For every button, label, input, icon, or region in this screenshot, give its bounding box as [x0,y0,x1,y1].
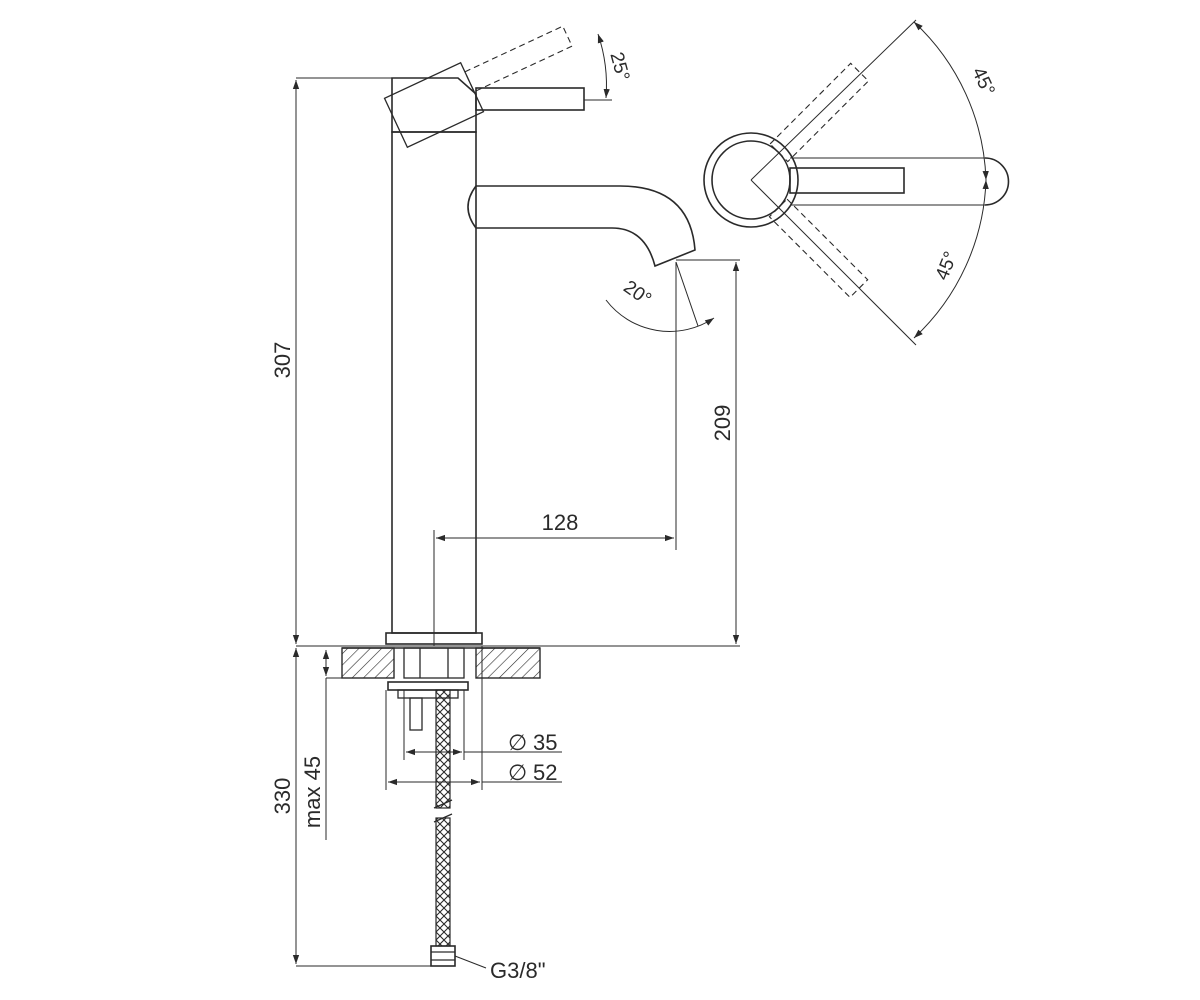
deck-hatch-left [341,647,395,679]
label-angle-25: 25° [605,50,633,83]
label-thread: G3/8" [490,958,546,983]
label-209: 209 [710,405,735,442]
flex-hose-upper [435,689,451,809]
faucet-top-view [703,19,1010,346]
label-330: 330 [270,778,295,815]
top-view-outer-ring [703,132,799,228]
label-307: 307 [270,342,295,379]
diameter-symbol-35: ∅ [508,730,527,755]
fixing-rod [409,697,423,731]
deck-hatch-right [475,647,541,679]
label-angle-45-lower: 45° [932,249,962,284]
label-dia-52: 52 [533,760,557,785]
fixing-nut [397,689,459,699]
label-max-45: max 45 [300,756,325,828]
lever-open-position [383,25,573,149]
labels: 307 209 128 330 max 45 ∅ 35 ∅ 52 G3/8" 2… [270,50,999,983]
label-angle-45-upper: 45° [967,64,998,99]
lever-handle [475,87,585,111]
label-128: 128 [542,510,579,535]
spout [476,185,696,268]
flex-hose-lower [435,817,451,947]
dimension-lines [292,33,740,969]
label-dia-35: 35 [533,730,557,755]
rotation-arc [913,21,989,181]
label-angle-20: 20° [619,277,655,311]
top-view-lever [789,167,905,194]
hose-connector [430,945,456,967]
deck-section [341,647,541,967]
handle-cap [391,77,477,133]
faucet-side-view [383,25,696,645]
diameter-symbol-52: ∅ [508,760,527,785]
fixing-washer [387,681,469,691]
threaded-shank [403,647,465,679]
